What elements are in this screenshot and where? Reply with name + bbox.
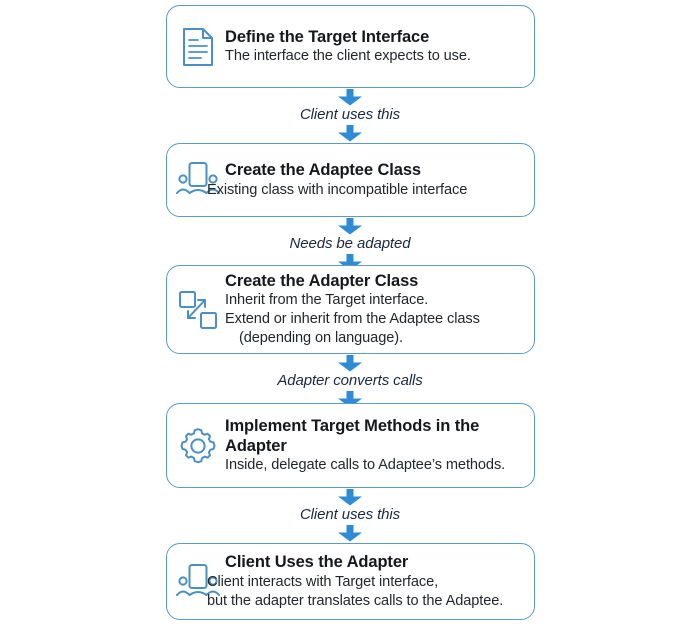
connector-label: Adapter converts calls [277,372,423,389]
step-description-line: but the adapter translates calls to the … [207,592,504,609]
connector-label: Needs be adapted [289,235,411,252]
arrow-down-icon [338,89,362,106]
adapter-exchange-icon [175,287,221,333]
arrow-down-icon [338,253,362,270]
connector-3: Adapter converts calls [0,355,700,408]
step-description-line: (depending on language). [239,330,403,347]
step-box-define-target-interface: Define the Target Interface The interfac… [166,5,535,88]
step-description-line: Inside, delegate calls to Adaptee’s meth… [225,457,506,474]
step-description: Inherit from the Target interface. Exten… [225,291,524,348]
step-title: Create the Adapter Class [225,271,419,290]
step-box-create-adaptee-class: Create the Adaptee Class Existing class … [166,143,535,217]
step-text: Define the Target Interface The interfac… [225,27,524,66]
step-title: Create the Adaptee Class [225,161,421,180]
arrow-down-icon [338,218,362,235]
step-title: Define the Target Interface [225,27,430,46]
connector-4: Client uses this [0,489,700,542]
step-text: Create the Adaptee Class Existing class … [207,160,524,199]
step-description: Existing class with incompatible interfa… [207,181,524,200]
connector-1: Client uses this [0,89,700,142]
step-text: Create the Adapter Class Inherit from th… [225,271,524,348]
step-description-line: Existing class with incompatible interfa… [207,181,468,198]
connector-2: Needs be adapted [0,218,700,271]
step-text: Client Uses the Adapter Client interacts… [207,552,524,610]
step-description-line: Client interacts with Target interface, [207,573,439,590]
step-text: Implement Target Methods in the Adapter … [225,416,524,475]
connector-label: Client uses this [299,106,401,123]
step-description: Client interacts with Target interface, … [207,573,524,611]
step-description-line: Extend or inherit from the Adaptee class [225,311,480,328]
user-presentation-icon [175,559,221,605]
step-box-client-uses-adapter: Client Uses the Adapter Client interacts… [166,543,535,620]
step-title: Client Uses the Adapter [225,553,409,572]
step-box-implement-target-methods: Implement Target Methods in the Adapter … [166,403,535,488]
arrow-down-icon [338,390,362,407]
arrow-down-icon [338,524,362,541]
arrow-down-icon [338,355,362,372]
gear-icon [175,423,221,469]
user-presentation-icon [175,157,221,203]
arrow-down-icon [338,489,362,506]
step-description: Inside, delegate calls to Adaptee’s meth… [225,456,524,475]
step-description-line: Inherit from the Target interface. [225,292,429,309]
step-description: The interface the client expects to use. [225,47,524,66]
connector-label: Client uses this [299,506,401,523]
arrow-down-icon [338,124,362,141]
step-box-create-adapter-class: Create the Adapter Class Inherit from th… [166,265,535,354]
step-title: Implement Target Methods in the Adapter [225,416,480,456]
step-description-line: The interface the client expects to use. [225,48,471,65]
document-icon [175,24,221,70]
